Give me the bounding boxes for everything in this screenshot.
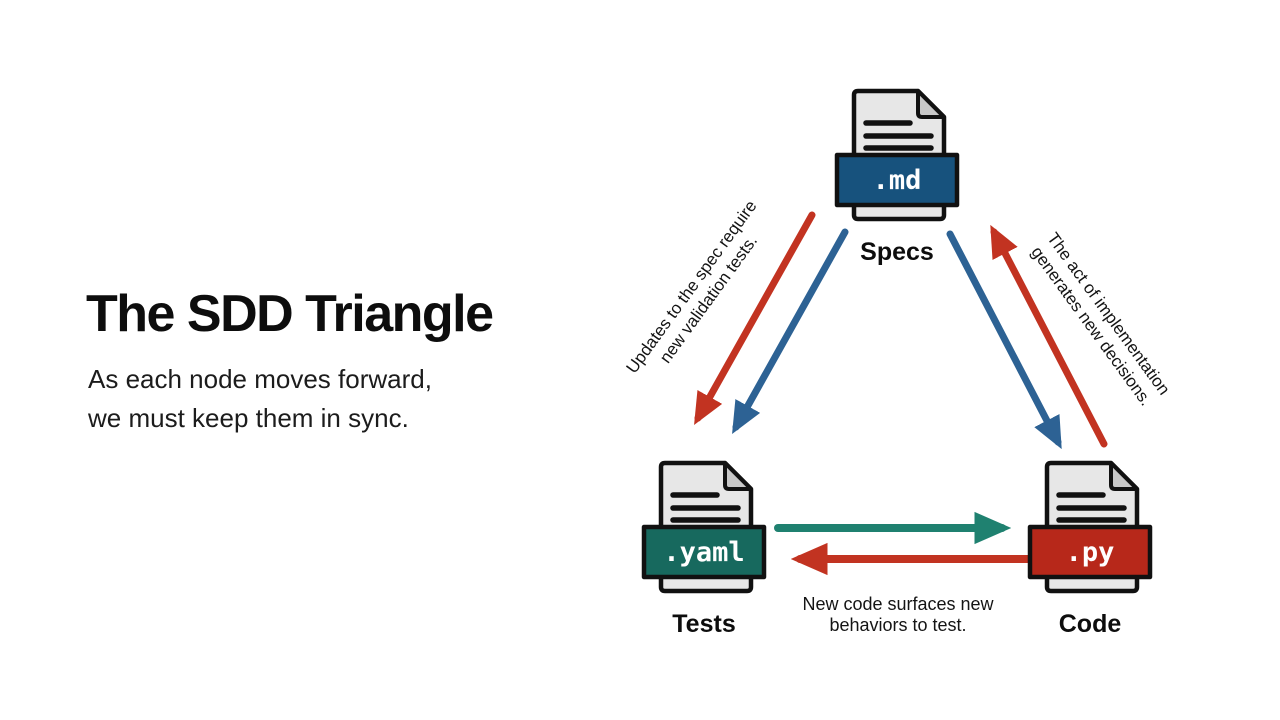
subtitle-line-2: we must keep them in sync.: [88, 403, 409, 433]
extension-banner: [1027, 524, 1153, 580]
arrow-specs-to-tests-blue: [732, 228, 849, 435]
extension-text: .yaml: [663, 537, 744, 568]
extension-banner: [641, 524, 767, 580]
extension-text: .py: [1066, 537, 1115, 568]
node-tests: .yaml Tests: [641, 459, 767, 639]
edge-label-line: New code surfaces new: [802, 594, 994, 614]
edge-label-code-to-tests: New code surfaces new behaviors to test.: [738, 594, 1058, 636]
extension-text: .md: [873, 165, 922, 196]
node-label-specs: Specs: [860, 238, 934, 266]
yaml-file-icon: .yaml: [641, 460, 767, 594]
md-file-icon: .md: [834, 88, 960, 222]
node-specs: .md Specs: [834, 87, 960, 267]
edge-label-line: generates new decisions.: [1027, 242, 1156, 410]
edge-label-line: new validation tests.: [655, 231, 762, 367]
node-label-tests: Tests: [672, 610, 736, 638]
node-code: .py Code: [1027, 459, 1153, 639]
edge-label-line: behaviors to test.: [829, 615, 967, 635]
page-subtitle: As each node moves forward, we must keep…: [88, 360, 432, 438]
node-label-code: Code: [1058, 610, 1122, 638]
fold-corner: [723, 461, 753, 491]
subtitle-line-1: As each node moves forward,: [88, 364, 432, 394]
edge-label-line: The act of implementation: [1043, 229, 1174, 399]
edge-label-specs-to-tests: Updates to the spec require new validati…: [598, 163, 802, 422]
page-title: The SDD Triangle: [86, 285, 494, 343]
extension-banner: [834, 152, 960, 208]
edge-label-code-to-specs: The act of implementation generates new …: [998, 190, 1202, 449]
edge-label-line: Updates to the spec require: [622, 196, 761, 377]
py-file-icon: .py: [1027, 460, 1153, 594]
fold-corner: [916, 89, 946, 119]
fold-corner: [1109, 461, 1139, 491]
